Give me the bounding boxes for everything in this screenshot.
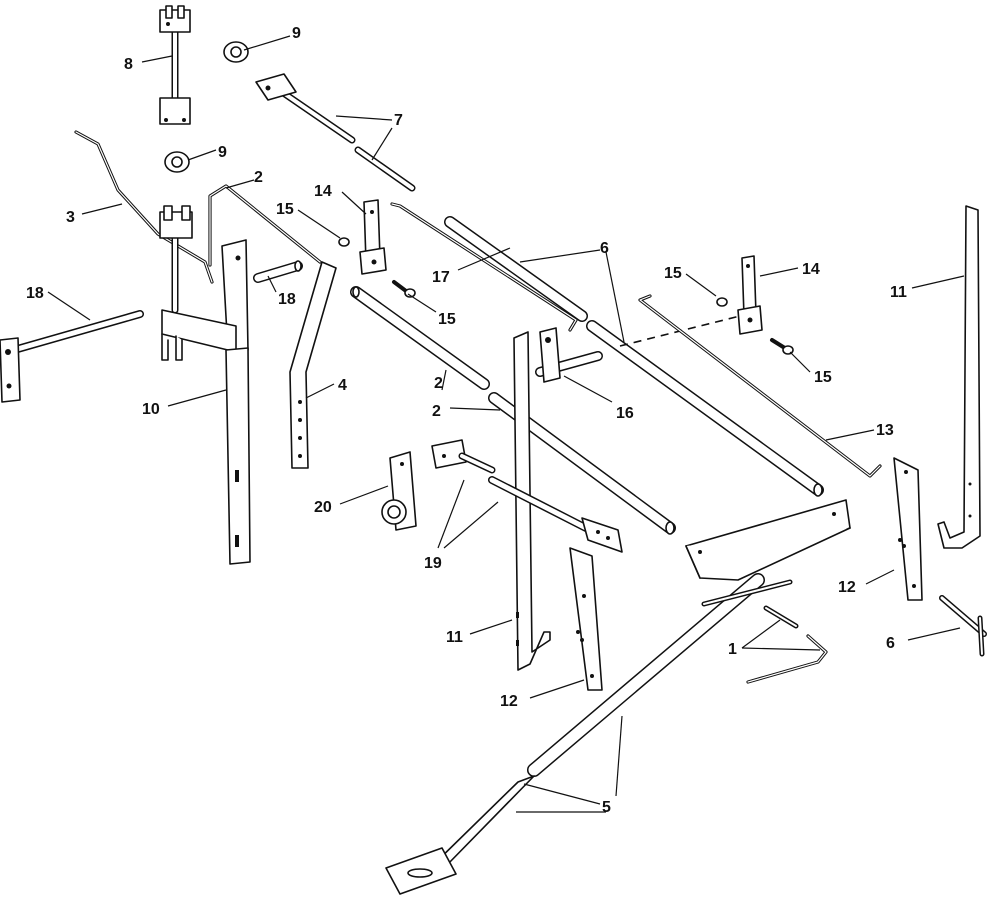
callout-2-middle: 2 (434, 375, 443, 392)
part-5-drawbar (385, 499, 851, 895)
callout-18-pin: 18 (278, 291, 296, 308)
part-6-tube (444, 216, 824, 497)
part-18-pin (253, 260, 303, 283)
callout-13: 13 (876, 422, 894, 439)
callout-11-center: 11 (446, 629, 463, 646)
callout-17: 17 (432, 269, 450, 286)
callout-4: 4 (338, 377, 347, 394)
callout-9-upper: 9 (292, 25, 301, 42)
part-11-channel-right (937, 205, 981, 549)
callout-12-right: 12 (838, 579, 856, 596)
callout-2-upper: 2 (254, 169, 263, 186)
part-10-bracket (159, 205, 251, 565)
part-15-nut-right (716, 297, 728, 307)
callout-6-tube: 6 (600, 240, 609, 257)
part-6-tpin (939, 595, 987, 657)
callout-3: 3 (66, 209, 75, 226)
callout-15-d: 15 (814, 369, 832, 386)
callout-7: 7 (394, 112, 403, 129)
part-11-channel-center (513, 331, 551, 671)
part-3-wire-link (74, 130, 214, 284)
part-8-yoke-rod (159, 5, 191, 125)
callout-16: 16 (616, 405, 634, 422)
callout-labels: 8 9 9 7 2 3 15 14 18 18 15 17 6 4 2 2 16… (26, 25, 907, 816)
part-20-bracket (381, 451, 417, 531)
callout-15-b: 15 (438, 311, 456, 328)
callout-20: 20 (314, 499, 332, 516)
callout-19: 19 (424, 555, 442, 572)
callout-6-tpin: 6 (886, 635, 895, 652)
part-4-strap (289, 261, 337, 469)
part-19-link (431, 439, 623, 553)
part-2-tube-upper (350, 286, 490, 390)
part-17-bent-rod (390, 202, 578, 332)
callout-8: 8 (124, 56, 133, 73)
part-2-bent-rod-upper (208, 184, 322, 267)
callout-9-lower: 9 (218, 144, 227, 161)
callout-14-left: 14 (314, 183, 332, 200)
part-9-bushing-lower (164, 151, 190, 173)
part-16-crank (535, 327, 603, 383)
part-13-bent-rod (638, 294, 882, 478)
part-9-bushing-upper (223, 41, 249, 63)
part-1-pins (701, 579, 828, 684)
callout-2-lower: 2 (432, 403, 441, 420)
part-15-bolt-left (392, 280, 416, 298)
callout-12-center: 12 (500, 693, 518, 710)
part-15-bolt-right (770, 338, 794, 355)
callout-5: 5 (602, 799, 611, 816)
callout-15-c: 15 (664, 265, 682, 282)
leader-lines (47, 35, 965, 813)
part-14-lever-left (359, 199, 387, 275)
callout-15-a: 15 (276, 201, 294, 218)
part-15-nut-upper-left (338, 237, 350, 247)
callout-11-right: 11 (890, 284, 907, 301)
callout-14-right: 14 (802, 261, 820, 278)
callout-18-left: 18 (26, 285, 44, 302)
callout-1: 1 (728, 641, 737, 658)
part-14-lever-right (737, 255, 763, 335)
part-7-rod (255, 73, 416, 192)
part-12-plate-center (569, 547, 603, 691)
part-18-rod-left (0, 310, 144, 403)
callout-10: 10 (142, 401, 160, 418)
part-12-plate-right (893, 457, 923, 601)
